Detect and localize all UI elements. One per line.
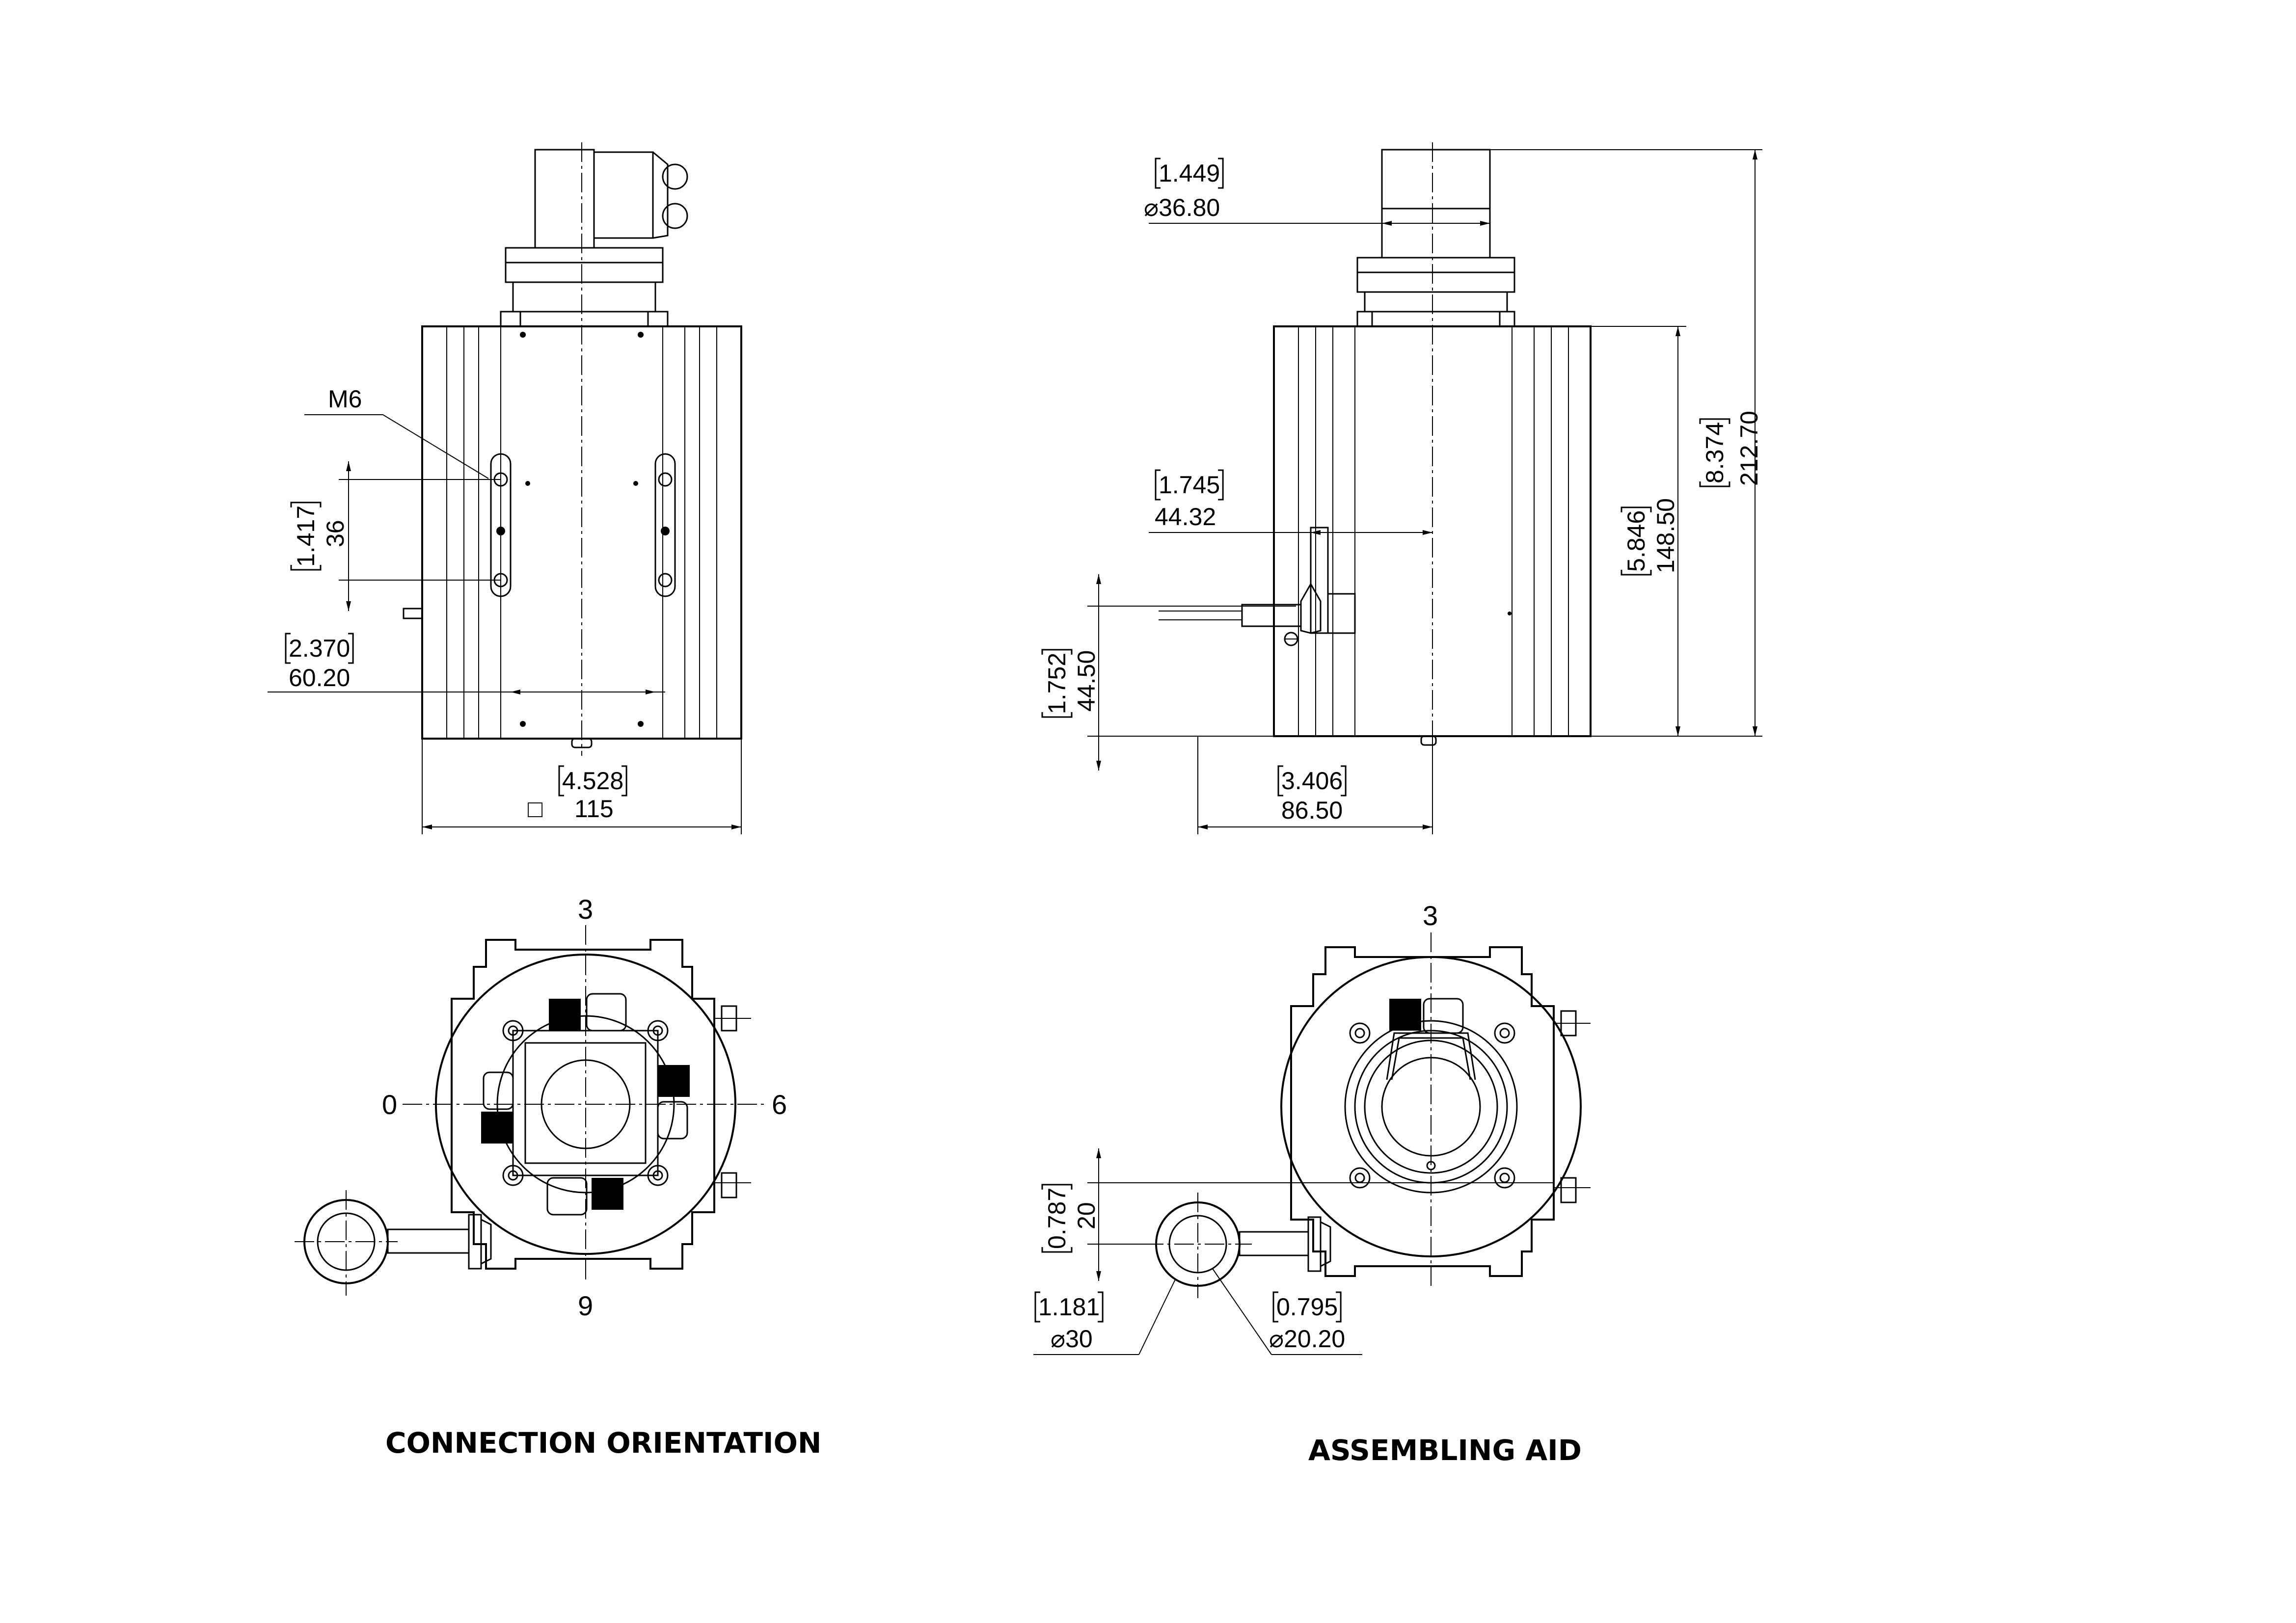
inch-bracket xyxy=(558,765,627,797)
front-dimensions xyxy=(268,414,742,834)
ring-inner-in-label: 0.795 xyxy=(1276,1293,1338,1321)
shaft-height-mm-label: 44.50 xyxy=(1073,650,1100,712)
assembling-frame xyxy=(1280,946,1591,1277)
shaft-offset-mm-label: 44.32 xyxy=(1155,503,1216,531)
assembling-pos-3: 3 xyxy=(1423,900,1438,931)
side-connector xyxy=(1356,149,1515,327)
inch-bracket xyxy=(285,633,354,664)
inch-bracket xyxy=(1272,1291,1342,1323)
ring-inner-mm-label: ⌀20.20 xyxy=(1269,1325,1345,1353)
front-view: M6 1.417 36 2.370 60.20 4.528 □ 115 xyxy=(268,142,742,834)
side-body xyxy=(1159,142,1592,751)
orientation-pos-3: 3 xyxy=(578,894,593,925)
orientation-pos-0: 0 xyxy=(382,1089,397,1120)
assembling-view: 3 0.787 20 1.181 ⌀30 0.795 ⌀20.20 ASSEMB… xyxy=(1033,900,1591,1467)
side-view: 1.449 ⌀36.80 8.374 212.70 5.846 148.50 1… xyxy=(1041,142,1763,834)
assembling-ring xyxy=(1144,1193,1331,1298)
inch-bracket xyxy=(1155,469,1224,501)
body-height-mm-label: 148.50 xyxy=(1652,498,1679,573)
ring-outer-in-label: 1.181 xyxy=(1038,1293,1100,1321)
width-square-symbol: □ xyxy=(528,795,543,823)
inch-bracket xyxy=(1034,1291,1104,1323)
connector-dia-mm-label: ⌀36.80 xyxy=(1144,194,1220,221)
total-height-mm-label: 212.70 xyxy=(1735,411,1763,486)
orientation-view: 3 0 6 9 CONNECTION ORIENTATION xyxy=(295,894,821,1460)
inch-bracket xyxy=(1621,506,1652,576)
orientation-pos-9: 9 xyxy=(578,1290,593,1321)
inch-bracket xyxy=(1699,418,1730,487)
assembling-caption: ASSEMBLING AID xyxy=(1308,1434,1582,1467)
side-dimensions xyxy=(1087,149,1762,834)
width-in-label: 4.528 xyxy=(562,767,623,795)
width-mm-label: 115 xyxy=(574,795,614,823)
shaft-offset-in-label: 1.745 xyxy=(1159,471,1220,499)
hole-pitch-mm-label: 36 xyxy=(322,520,349,547)
orientation-pos-6: 6 xyxy=(772,1089,787,1120)
total-height-in-label: 8.374 xyxy=(1701,422,1729,483)
inch-bracket xyxy=(1155,158,1224,189)
connector-dia-in-label: 1.449 xyxy=(1159,160,1220,187)
thread-label: M6 xyxy=(328,385,362,413)
orientation-assembling-ring xyxy=(295,1190,492,1296)
shaft-height-in-label: 1.752 xyxy=(1043,653,1071,714)
inch-bracket xyxy=(1041,1184,1073,1253)
orientation-caption: CONNECTION ORIENTATION xyxy=(385,1426,821,1460)
assembling-dimensions xyxy=(1033,1148,1554,1355)
inch-bracket xyxy=(290,502,322,571)
front-body xyxy=(403,142,742,756)
half-width-mm-label: 86.50 xyxy=(1281,797,1343,824)
hole-offset-mm-label: 60.20 xyxy=(289,664,350,692)
half-width-in-label: 3.406 xyxy=(1281,767,1343,795)
front-connector xyxy=(500,149,688,327)
hole-pitch-in-label: 1.417 xyxy=(292,506,320,567)
inch-bracket xyxy=(1041,649,1073,718)
ring-outer-mm-label: ⌀30 xyxy=(1051,1325,1093,1353)
inch-bracket xyxy=(1277,765,1347,797)
ring-offset-mm-label: 20 xyxy=(1073,1202,1100,1229)
hole-offset-in-label: 2.370 xyxy=(289,635,350,662)
body-height-in-label: 5.846 xyxy=(1622,510,1650,572)
ring-offset-in-label: 0.787 xyxy=(1043,1188,1071,1249)
